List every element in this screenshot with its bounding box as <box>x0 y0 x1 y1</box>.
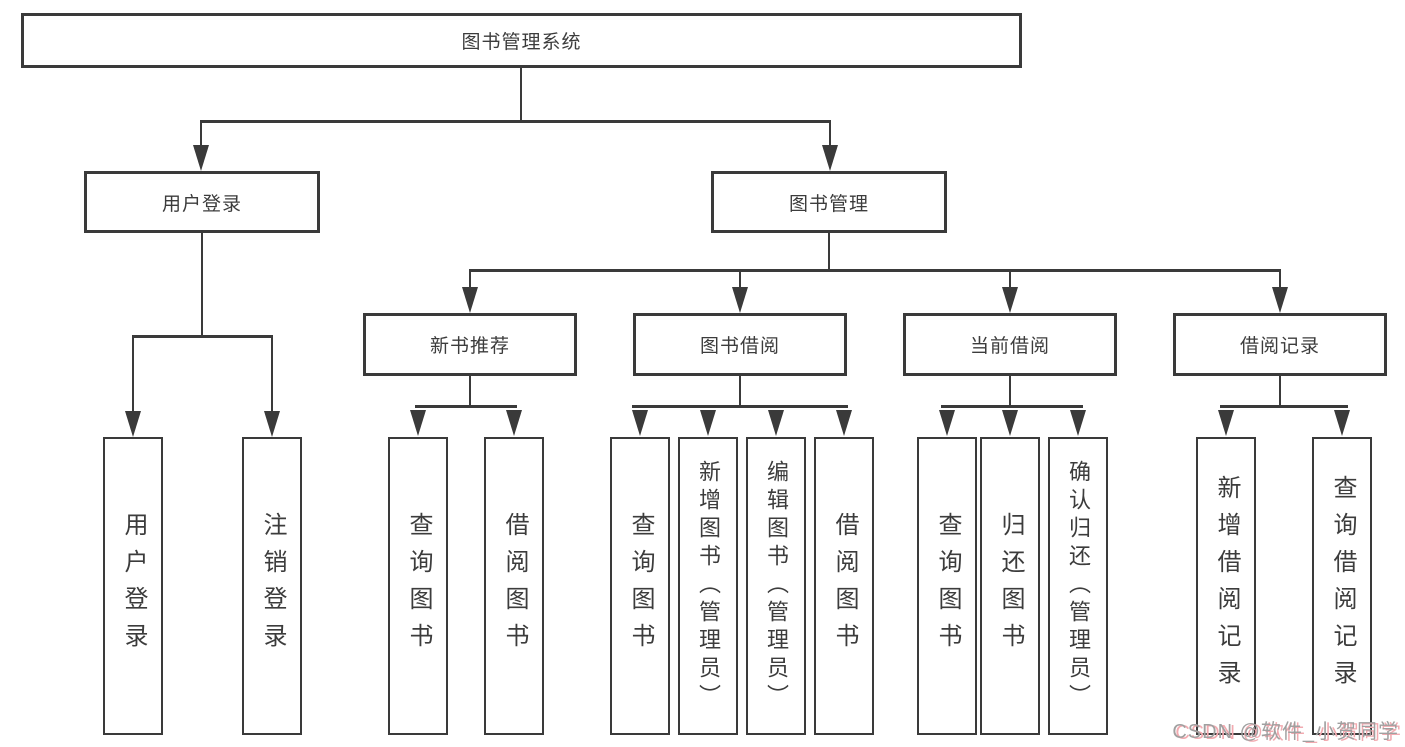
arrow-down-icon <box>125 411 141 437</box>
node-root-label: 图书管理系统 <box>461 32 582 53</box>
leaf-label: 注销登录 <box>259 512 286 660</box>
csdn-watermark: CSDN @软件_小贺同学 <box>1172 721 1399 743</box>
arrow-down-icon <box>700 410 716 436</box>
connector-shaft <box>1279 271 1281 289</box>
leaf-query-borrow-record: 查询借阅记录 <box>1312 437 1372 735</box>
node-book-management: 图书管理 <box>711 171 947 233</box>
connector-shaft <box>1009 271 1011 289</box>
leaf-query-books-current: 查询图书 <box>917 437 977 735</box>
connector-shaft <box>829 122 831 148</box>
leaf-label: 确认归还（管理员） <box>1066 460 1091 712</box>
leaf-borrow-books: 借阅图书 <box>814 437 874 735</box>
leaf-label: 借阅图书 <box>501 512 528 660</box>
connector-user-login-stem <box>201 233 203 335</box>
arrow-down-icon <box>193 145 209 171</box>
leaf-logout: 注销登录 <box>242 437 302 735</box>
leaf-borrow-books-recommend: 借阅图书 <box>484 437 544 735</box>
arrow-down-icon <box>1272 287 1288 313</box>
leaf-return-books: 归还图书 <box>980 437 1040 735</box>
leaf-label: 新增借阅记录 <box>1213 475 1240 697</box>
node-new-book-recommend-label: 新书推荐 <box>429 336 510 357</box>
leaf-label: 查询图书 <box>405 512 432 660</box>
connector-shaft <box>271 337 273 412</box>
node-current-borrow-label: 当前借阅 <box>969 336 1050 357</box>
arrow-down-icon <box>1218 410 1234 436</box>
arrow-down-icon <box>264 411 280 437</box>
leaf-confirm-return-admin: 确认归还（管理员） <box>1048 437 1108 735</box>
leaf-query-books-borrow: 查询图书 <box>610 437 670 735</box>
arrow-down-icon <box>768 410 784 436</box>
connector-bar <box>632 405 848 408</box>
connector-stem <box>469 376 471 406</box>
leaf-label: 查询图书 <box>934 512 961 660</box>
arrow-down-icon <box>462 287 478 313</box>
node-book-management-label: 图书管理 <box>788 193 869 215</box>
arrow-down-icon <box>836 410 852 436</box>
node-root: 图书管理系统 <box>21 13 1022 68</box>
leaf-label: 查询图书 <box>627 512 654 660</box>
leaf-label: 查询借阅记录 <box>1329 475 1356 697</box>
node-user-login: 用户登录 <box>84 171 320 233</box>
node-current-borrow: 当前借阅 <box>903 313 1117 376</box>
arrow-down-icon <box>732 287 748 313</box>
connector-shaft <box>739 271 741 289</box>
leaf-label: 用户登录 <box>120 512 147 660</box>
arrow-down-icon <box>506 410 522 436</box>
arrow-down-icon <box>410 410 426 436</box>
node-borrow-records-label: 借阅记录 <box>1239 336 1320 357</box>
connector-root-bar <box>200 120 831 123</box>
connector-bar <box>941 405 1083 408</box>
connector-user-login-bar <box>132 335 273 338</box>
leaf-add-books-admin: 新增图书（管理员） <box>678 437 738 735</box>
leaf-label: 借阅图书 <box>831 512 858 660</box>
node-user-login-label: 用户登录 <box>161 193 242 215</box>
node-borrow-records: 借阅记录 <box>1173 313 1387 376</box>
connector-book-mgmt-bar <box>469 269 1281 272</box>
leaf-label: 归还图书 <box>997 512 1024 660</box>
leaf-query-books-recommend: 查询图书 <box>388 437 448 735</box>
connector-shaft <box>469 271 471 289</box>
connector-bar <box>1220 405 1348 408</box>
connector-stem <box>739 376 741 406</box>
connector-bar <box>415 405 517 408</box>
arrow-down-icon <box>1002 287 1018 313</box>
arrow-down-icon <box>939 410 955 436</box>
leaf-label: 编辑图书（管理员） <box>764 460 789 712</box>
connector-book-mgmt-stem <box>828 233 830 270</box>
arrow-down-icon <box>1334 410 1350 436</box>
leaf-user-login: 用户登录 <box>103 437 163 735</box>
leaf-label: 新增图书（管理员） <box>696 460 721 712</box>
arrow-down-icon <box>1002 410 1018 436</box>
connector-stem <box>1279 376 1281 406</box>
node-book-borrow: 图书借阅 <box>633 313 847 376</box>
leaf-edit-books-admin: 编辑图书（管理员） <box>746 437 806 735</box>
connector-shaft <box>132 337 134 412</box>
connector-shaft <box>200 122 202 148</box>
node-new-book-recommend: 新书推荐 <box>363 313 577 376</box>
connector-stem <box>1009 376 1011 406</box>
leaf-add-borrow-record: 新增借阅记录 <box>1196 437 1256 735</box>
connector-root-stem <box>520 68 522 120</box>
arrow-down-icon <box>822 145 838 171</box>
node-book-borrow-label: 图书借阅 <box>699 336 780 357</box>
arrow-down-icon <box>632 410 648 436</box>
arrow-down-icon <box>1070 410 1086 436</box>
